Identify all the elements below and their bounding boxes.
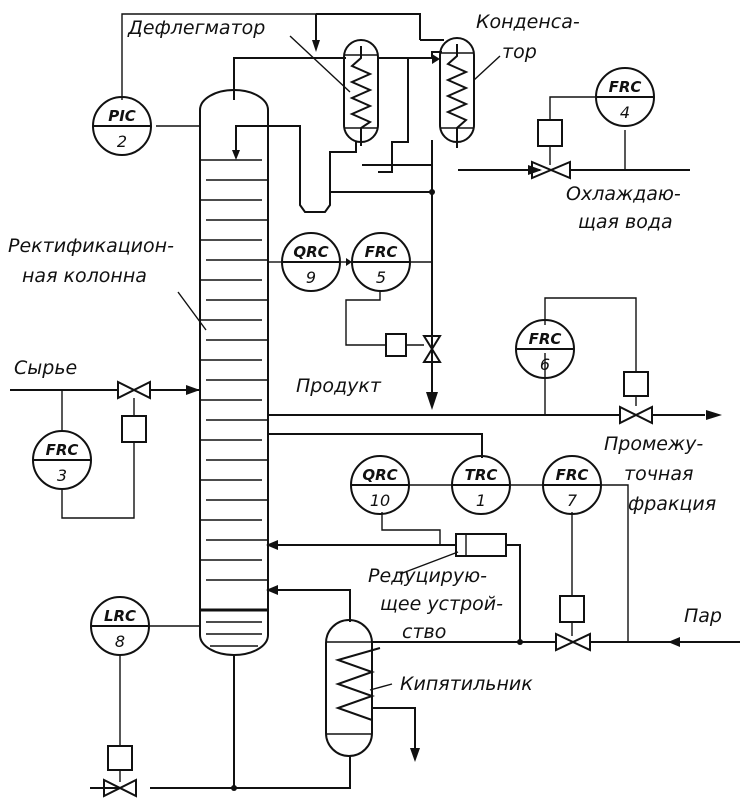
flow-arrows (186, 40, 722, 762)
svg-text:QRC: QRC (293, 243, 328, 261)
label-cooling-water-1: Охлаждаю- (566, 183, 681, 205)
instrument-frc-4: FRC 4 (595, 67, 655, 127)
label-dephlegmator: Дефлегматор (127, 17, 265, 39)
svg-text:9: 9 (306, 268, 316, 287)
instrument-frc-3: FRC 3 (32, 430, 92, 490)
reboiler-vessel (325, 619, 381, 757)
svg-text:QRC: QRC (362, 466, 397, 484)
dephlegmator-vessel (343, 39, 379, 146)
svg-text:FRC: FRC (529, 330, 562, 348)
svg-text:4: 4 (620, 103, 630, 122)
label-product: Продукт (296, 375, 382, 397)
svg-text:2: 2 (117, 132, 127, 151)
bottoms-liquid (200, 608, 268, 647)
svg-text:3: 3 (57, 466, 67, 485)
valve-product (422, 335, 442, 363)
label-intermediate-1: Промежу- (604, 433, 703, 455)
label-condenser-1: Конденса- (476, 11, 580, 33)
instrument-frc-7: FRC 7 (542, 455, 602, 515)
label-cooling-water-2: щая вода (578, 211, 673, 233)
svg-text:FRC: FRC (365, 243, 398, 261)
valve-bottoms (103, 778, 137, 798)
junction-dots (231, 189, 523, 791)
svg-text:10: 10 (370, 491, 390, 510)
column-trays (200, 159, 268, 581)
svg-text:PIC: PIC (108, 107, 136, 125)
label-intermediate-3: фракция (628, 493, 716, 515)
svg-text:5: 5 (376, 268, 386, 287)
label-reducing-1: Редуцирую- (368, 565, 487, 587)
valve-steam (555, 632, 591, 652)
label-feed: Сырье (14, 357, 77, 379)
actuators (107, 119, 649, 771)
svg-text:1: 1 (476, 491, 486, 510)
label-column-2: ная колонна (22, 265, 147, 287)
control-lines (61, 13, 637, 782)
label-reboiler: Кипятильник (400, 673, 533, 695)
label-reducing-2: щее устрой- (380, 593, 503, 615)
reducing-device (455, 533, 507, 557)
instrument-pic-2: PIC 2 (92, 96, 152, 156)
valve-feed (117, 380, 151, 400)
instrument-qrc-10: QRC 10 (350, 455, 410, 515)
instrument-qrc-9: QRC 9 (281, 232, 341, 292)
svg-text:FRC: FRC (609, 78, 642, 96)
label-steam: Пар (684, 605, 722, 627)
svg-text:8: 8 (115, 632, 125, 651)
instrument-lrc-8: LRC 8 (90, 596, 150, 656)
label-intermediate-2: точная (624, 463, 693, 485)
instrument-frc-5: FRC 5 (351, 232, 411, 292)
rectification-column (199, 89, 269, 656)
svg-text:TRC: TRC (465, 466, 498, 484)
label-column-1: Ректификацион- (8, 235, 174, 257)
svg-text:FRC: FRC (556, 466, 589, 484)
svg-text:LRC: LRC (104, 607, 136, 625)
instrument-frc-6: FRC 6 (515, 319, 575, 379)
svg-text:7: 7 (567, 491, 578, 510)
instrument-trc-1: TRC 1 (451, 455, 511, 515)
label-reducing-3: ство (402, 621, 446, 643)
process-piping (10, 13, 740, 789)
condenser-vessel (439, 37, 475, 148)
text-labels: Дефлегматор Конденса- тор Охлаждаю- щая … (8, 11, 722, 695)
leader-lines (177, 35, 501, 691)
valve-intermediate (619, 405, 653, 425)
svg-text:FRC: FRC (46, 441, 79, 459)
label-condenser-2: тор (502, 41, 537, 63)
svg-text:6: 6 (540, 355, 550, 374)
